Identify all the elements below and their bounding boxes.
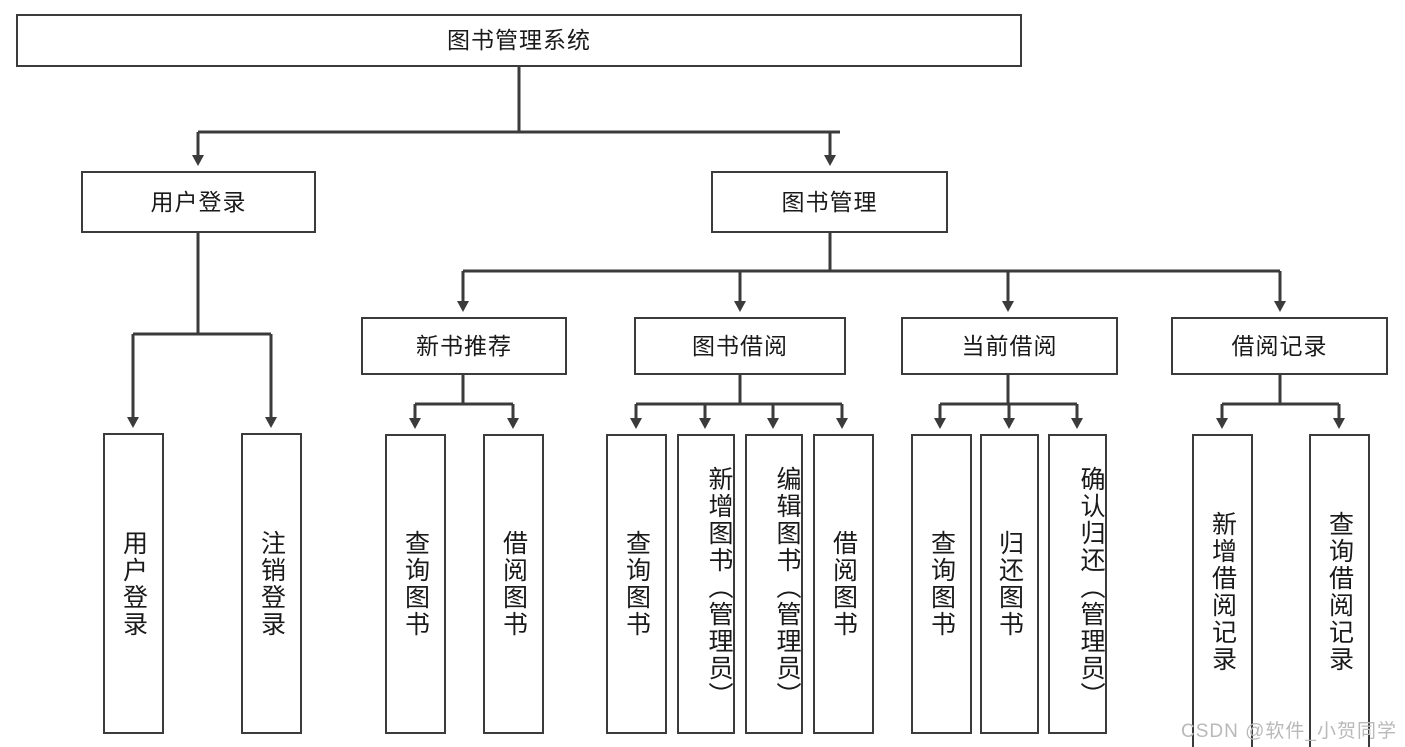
leaf-query-record-label: 查询借阅记录 [1325,511,1354,673]
leaf-add-book-label: 新增图书（管理员） [705,465,733,709]
watermark: CSDN @软件_小贺同学 [1181,721,1397,742]
leaf-add-record[interactable]: 新增借阅记录 [1192,434,1253,747]
leaf-query-book-2-label: 查询图书 [622,530,651,638]
leaf-borrow-book-2[interactable]: 借阅图书 [813,434,874,734]
leaf-query-record[interactable]: 查询借阅记录 [1309,434,1370,747]
node-new-book-recommend[interactable]: 新书推荐 [361,317,567,375]
leaf-confirm-return[interactable]: 确认归还（管理员） [1048,434,1107,734]
leaf-query-book-1[interactable]: 查询图书 [385,434,446,734]
node-root[interactable]: 图书管理系统 [16,14,1022,67]
leaf-borrow-book-1[interactable]: 借阅图书 [483,434,544,734]
leaf-user-login-label: 用户登录 [119,529,148,638]
node-borrow-record-label: 借阅记录 [1231,332,1328,359]
leaf-return-book-label: 归还图书 [995,530,1024,638]
leaf-query-book-3-label: 查询图书 [927,530,956,638]
node-book-borrow[interactable]: 图书借阅 [634,317,846,375]
node-book-borrow-label: 图书借阅 [692,332,788,359]
node-book-manage[interactable]: 图书管理 [711,171,948,233]
node-current-borrow-label: 当前借阅 [961,332,1058,359]
leaf-borrow-book-1-label: 借阅图书 [499,530,528,638]
leaf-add-book[interactable]: 新增图书（管理员） [677,434,735,734]
leaf-edit-book[interactable]: 编辑图书（管理员） [745,434,803,734]
node-current-borrow[interactable]: 当前借阅 [901,317,1118,375]
node-user-login[interactable]: 用户登录 [81,171,316,233]
leaf-logout[interactable]: 注销登录 [241,433,302,734]
leaf-add-record-label: 新增借阅记录 [1208,511,1237,673]
leaf-borrow-book-2-label: 借阅图书 [829,530,858,638]
node-book-manage-label: 图书管理 [781,188,878,215]
leaf-return-book[interactable]: 归还图书 [980,434,1039,734]
leaf-query-book-1-label: 查询图书 [401,530,430,638]
node-root-label: 图书管理系统 [447,27,591,54]
node-borrow-record[interactable]: 借阅记录 [1171,317,1388,375]
leaf-user-login[interactable]: 用户登录 [103,433,164,734]
leaf-edit-book-label: 编辑图书（管理员） [773,465,801,709]
leaf-logout-label: 注销登录 [257,529,286,638]
node-new-book-recommend-label: 新书推荐 [416,332,512,359]
node-user-login-label: 用户登录 [150,188,247,215]
leaf-query-book-3[interactable]: 查询图书 [911,434,972,734]
leaf-query-book-2[interactable]: 查询图书 [606,434,667,734]
leaf-confirm-return-label: 确认归还（管理员） [1077,465,1105,709]
